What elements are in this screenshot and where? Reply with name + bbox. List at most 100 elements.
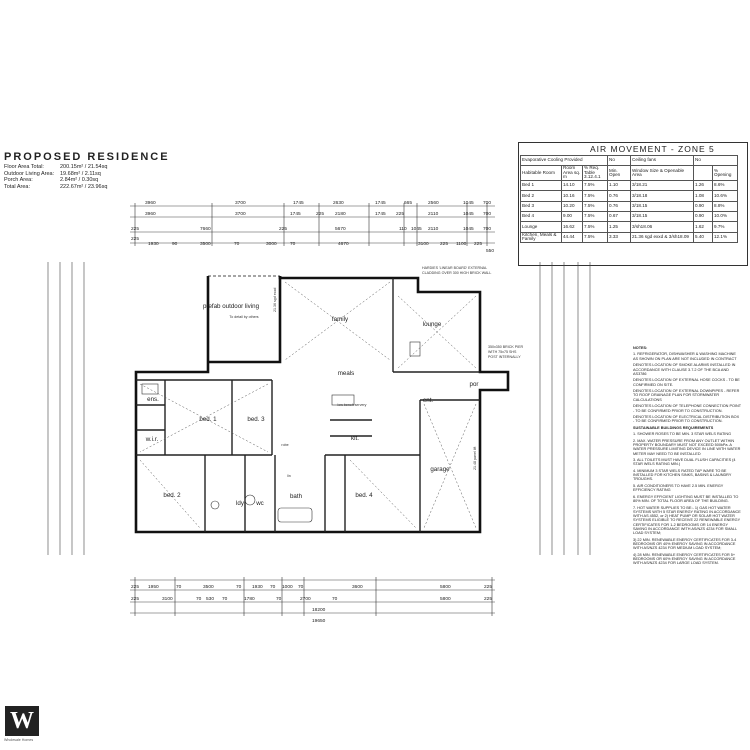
dim-text: 70 bbox=[332, 596, 338, 602]
air-movement-title: AIR MOVEMENT - ZONE 5 bbox=[590, 144, 715, 154]
garage-door-note: 21.48 panel lift bbox=[473, 447, 477, 470]
dim-text: 90 bbox=[172, 241, 178, 247]
room-label-lin: lin bbox=[287, 474, 291, 478]
dim-text: 70 bbox=[222, 596, 228, 602]
dim-text: 70 bbox=[290, 241, 296, 247]
dim-text: 2110 bbox=[428, 211, 439, 217]
dim-text: 5670 bbox=[335, 226, 346, 232]
dim-text: 1745 bbox=[375, 200, 386, 206]
exterior-walls bbox=[134, 275, 510, 534]
dim-text: 225 bbox=[396, 211, 404, 217]
dimension-ticks bbox=[134, 203, 493, 616]
dim-text: 700 bbox=[483, 211, 491, 217]
dim-text: 700 bbox=[483, 200, 491, 206]
room-label-bed4: bed. 4 bbox=[355, 492, 373, 499]
room-label-bed2: bed. 2 bbox=[163, 492, 181, 499]
dim-text: 1930 bbox=[148, 241, 159, 247]
dim-text: 665 bbox=[404, 200, 412, 206]
sgd-note: 21.36 sgd exxd bbox=[273, 288, 277, 312]
room-label-meals: meals bbox=[338, 370, 355, 377]
dim-text: 1745 bbox=[290, 211, 301, 217]
page-title: PROPOSED RESIDENCE bbox=[4, 151, 170, 163]
dim-text: 1045 bbox=[463, 211, 474, 217]
dim-text: 225 bbox=[131, 584, 139, 590]
air-movement-panel bbox=[518, 142, 748, 266]
dim-text: 700 bbox=[483, 226, 491, 232]
dim-text: 1045 bbox=[463, 226, 474, 232]
dim-text: 3500 bbox=[200, 241, 211, 247]
dim-text: 225 bbox=[131, 226, 139, 232]
dim-text: 5800 bbox=[440, 596, 451, 602]
cladding-note: CLADDING OVER 300 HIGH BRICK WALL bbox=[422, 271, 491, 275]
dim-text: 1745 bbox=[293, 200, 304, 206]
area-row: Floor Area Total:200.15m² / 21.54sq bbox=[4, 164, 108, 170]
dim-text: 1780 bbox=[244, 596, 255, 602]
air-movement-table: Evaporative Cooling Provided No Ceiling … bbox=[520, 154, 738, 243]
dim-text: 3960 bbox=[145, 211, 156, 217]
room-label-robe: robe bbox=[281, 443, 288, 447]
dim-text: 550 bbox=[486, 248, 494, 254]
dim-text: 4670 bbox=[338, 241, 349, 247]
company-logo: W bbox=[5, 706, 39, 736]
notes-panel: NOTES: 1. REFRIGERATOR, DISHWASHER & WAS… bbox=[633, 346, 742, 566]
area-row: Outdoor Living Area:19.68m² / 2.11sq bbox=[4, 170, 101, 177]
dim-text: 70 bbox=[276, 596, 282, 602]
dims-bottom: 225 1950 70 3500 70 1930 70 1000 70 3600… bbox=[131, 584, 492, 624]
room-label-garage: garage bbox=[430, 466, 450, 473]
dim-text: 1000 bbox=[282, 584, 293, 590]
room-label-family: family bbox=[332, 316, 349, 323]
pier-note: 350x350 BRICK PIER bbox=[488, 345, 524, 349]
room-label-wc: wc bbox=[255, 500, 264, 507]
dim-text: 1100 bbox=[456, 241, 467, 247]
room-label-outdoor: prefab outdoor living bbox=[203, 303, 260, 310]
pier-note: WITH 75x75 SHS bbox=[488, 350, 517, 354]
interior-walls bbox=[136, 278, 480, 532]
dim-text: 3500 bbox=[203, 584, 214, 590]
dim-text: 1930 bbox=[252, 584, 263, 590]
room-label-wir: w.i.r. bbox=[145, 436, 159, 443]
dim-text: 225 bbox=[131, 236, 139, 242]
dim-text: 70 bbox=[270, 584, 276, 590]
dim-text: 3100 bbox=[162, 596, 173, 602]
dim-text: 225 bbox=[316, 211, 324, 217]
dim-text: 70 bbox=[234, 241, 240, 247]
dim-text: 7660 bbox=[200, 226, 211, 232]
dim-text: 2560 bbox=[428, 200, 439, 206]
dim-text: 2630 bbox=[333, 200, 344, 206]
dim-text: 3600 bbox=[352, 584, 363, 590]
dim-text: 3700 bbox=[235, 211, 246, 217]
room-label-ens: ens. bbox=[147, 396, 159, 403]
dim-text: 1950 bbox=[148, 584, 159, 590]
room-label-bed1: bed. 1 bbox=[199, 416, 217, 423]
fixtures bbox=[141, 341, 421, 523]
dim-text: 70 bbox=[298, 584, 304, 590]
dim-text: 225 bbox=[131, 596, 139, 602]
dim-text: 225 bbox=[474, 241, 482, 247]
dims-top: 3960 3700 1745 2630 1745 665 2560 1045 7… bbox=[131, 200, 494, 254]
dim-text: 19650 bbox=[312, 618, 326, 624]
bench-label: low bench servery bbox=[338, 403, 367, 407]
dim-text: 1745 bbox=[375, 211, 386, 217]
room-label-ent: ent. bbox=[423, 397, 434, 404]
dim-text: 225 bbox=[440, 241, 448, 247]
dim-text: 5800 bbox=[440, 584, 451, 590]
dim-text: 1045 bbox=[411, 226, 422, 232]
dim-text: 530 bbox=[206, 596, 214, 602]
dim-text: 2180 bbox=[335, 211, 346, 217]
dim-text: 2700 bbox=[300, 596, 311, 602]
roof-lines bbox=[139, 281, 477, 529]
area-schedule: Floor Area Total:200.15m² / 21.54sq Outd… bbox=[4, 164, 107, 190]
room-label-bed3: bed. 3 bbox=[247, 416, 265, 423]
logo-caption: Wholesale Homes bbox=[4, 738, 34, 742]
dim-text: 70 bbox=[176, 584, 182, 590]
room-label-por: por bbox=[470, 381, 479, 388]
dim-text: 225 bbox=[484, 596, 492, 602]
room-label-ldy: ldy bbox=[236, 500, 245, 507]
dim-text: 1045 bbox=[463, 200, 474, 206]
area-row: Porch Area:2.84m² / 0.30sq bbox=[4, 177, 99, 184]
dimension-lines bbox=[47, 205, 591, 614]
dim-text: 18200 bbox=[312, 607, 326, 613]
